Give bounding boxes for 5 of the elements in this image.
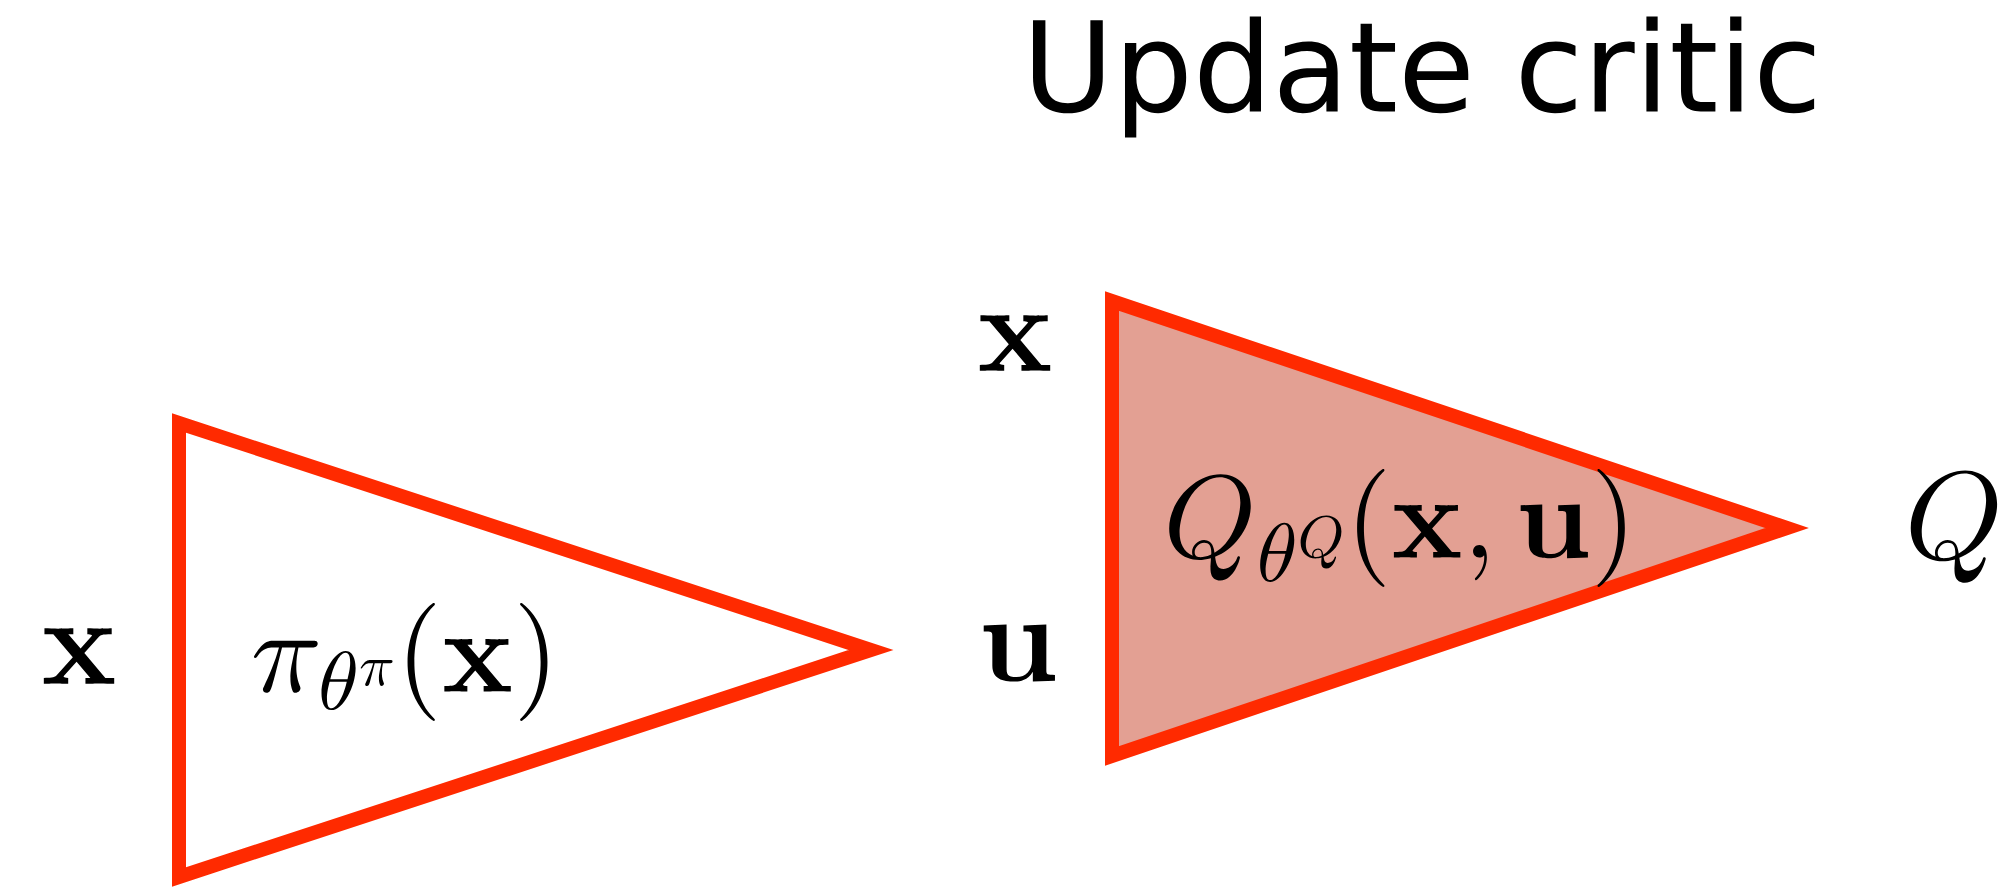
math-label: $Q$	[1910, 470, 1998, 583]
title: Update critic	[1033, 16, 1815, 138]
math-label: $\mathbf{x}$	[43, 628, 115, 684]
math-label: $\mathbf{u}$	[983, 624, 1055, 682]
math-label: $\mathbf{x}$	[979, 315, 1051, 371]
